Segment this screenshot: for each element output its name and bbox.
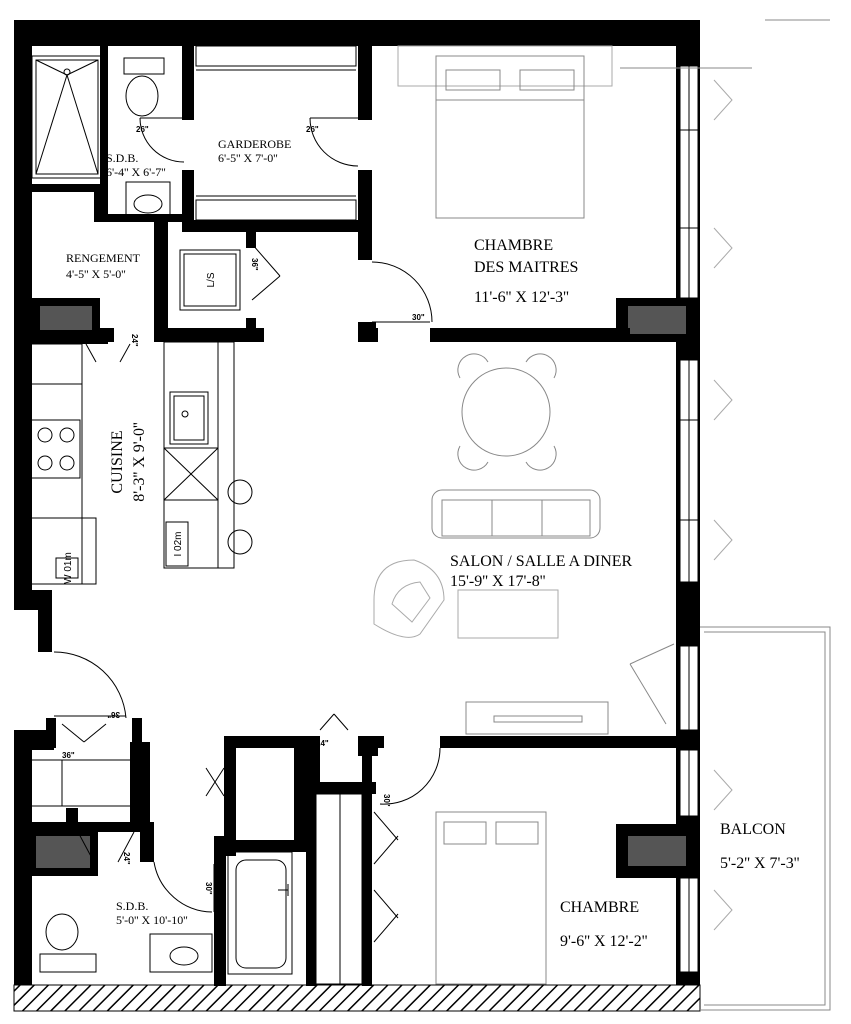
cuisine-name: CUISINE <box>109 430 126 493</box>
rengement-name: RENGEMENT <box>66 251 141 265</box>
doors <box>53 117 441 943</box>
chambre-maitres-size: 11'-6'' X 12'-3'' <box>474 289 569 306</box>
bed-2 <box>435 811 547 985</box>
door-dim-24-sdb2: 24" <box>122 852 131 865</box>
garderobe-name: GARDEROBE <box>218 137 291 151</box>
door-dim-24-hall: 24" <box>316 739 329 748</box>
sdb2-size: 5'-0'' X 10'-10'' <box>116 913 188 927</box>
door-dim-26a: 26" <box>136 125 149 134</box>
balcony-door <box>629 643 675 725</box>
armchair <box>373 559 445 638</box>
fixture-labels: L/S W 01m I 02m <box>63 272 217 584</box>
door-dim-36-closet: 36" <box>62 751 75 760</box>
chambre-maitres-name-2: DES MAITRES <box>474 259 578 276</box>
sdb-master-size: 6'-4'' X 6'-7'' <box>106 165 166 179</box>
hall-closet <box>315 793 363 985</box>
garderobe-closets <box>195 45 357 221</box>
door-dim-36-ch2: 36" <box>362 898 371 911</box>
tv-console <box>465 701 609 735</box>
balcony-outline <box>700 626 831 1011</box>
columns <box>28 298 700 878</box>
closet-lower-left <box>32 759 130 807</box>
door-dimensions: 26" 26" 36" 24" 30" 36" 36" 24" 30" 30" … <box>62 125 425 911</box>
chambre-maitres-name-1: CHAMBRE <box>474 237 553 254</box>
door-dim-24-rengement: 24" <box>130 334 139 347</box>
laundry-unit <box>179 249 241 311</box>
chambre-size: 9'-6'' X 12'-2'' <box>560 933 648 950</box>
garderobe-size: 6'-5'' X 7'-0'' <box>218 151 278 165</box>
chambre-name: CHAMBRE <box>560 899 639 916</box>
sdb2-fixtures <box>39 851 293 975</box>
salon-name: SALON / SALLE A DINER <box>450 553 633 570</box>
room-labels: S.D.B. 6'-4'' X 6'-7'' GARDEROBE 6'-5'' … <box>66 137 800 950</box>
windows-east <box>620 19 830 973</box>
balcon-size: 5'-2'' X 7'-3'' <box>720 855 800 872</box>
sink-master <box>125 181 171 217</box>
laundry-label: L/S <box>206 272 217 287</box>
dishwasher-label: I 02m <box>173 531 184 556</box>
rengement-size: 4'-5'' X 5'-0'' <box>66 267 126 281</box>
door-dim-30-chambre: 30" <box>382 794 391 807</box>
cuisine-size: 8'-3'' X 9'-0'' <box>131 422 148 502</box>
kitchen-counters <box>27 341 253 585</box>
balcon-name: BALCON <box>720 821 786 838</box>
wall-oven-label: W 01m <box>63 552 74 584</box>
toilet-master <box>123 57 165 117</box>
interior-walls <box>14 44 680 986</box>
door-dim-36-ch1: 36" <box>362 812 371 825</box>
salon-size: 15'-9'' X 17'-8'' <box>450 573 546 590</box>
door-dim-36-laundry: 36" <box>250 258 259 271</box>
shower <box>31 55 103 179</box>
sofa <box>431 489 601 539</box>
coffee-table <box>457 589 559 639</box>
door-dim-30-master: 30" <box>412 313 425 322</box>
sdb-master-name: S.D.B. <box>106 151 138 165</box>
master-bed <box>397 45 613 219</box>
door-dim-30-bath: 30" <box>204 882 213 895</box>
door-dim-30-hall: 30" <box>228 808 237 821</box>
dining-set <box>457 353 557 471</box>
sdb2-name: S.D.B. <box>116 899 148 913</box>
door-dim-26b: 26" <box>306 125 319 134</box>
door-dim-36-entry: 36" <box>107 710 120 719</box>
